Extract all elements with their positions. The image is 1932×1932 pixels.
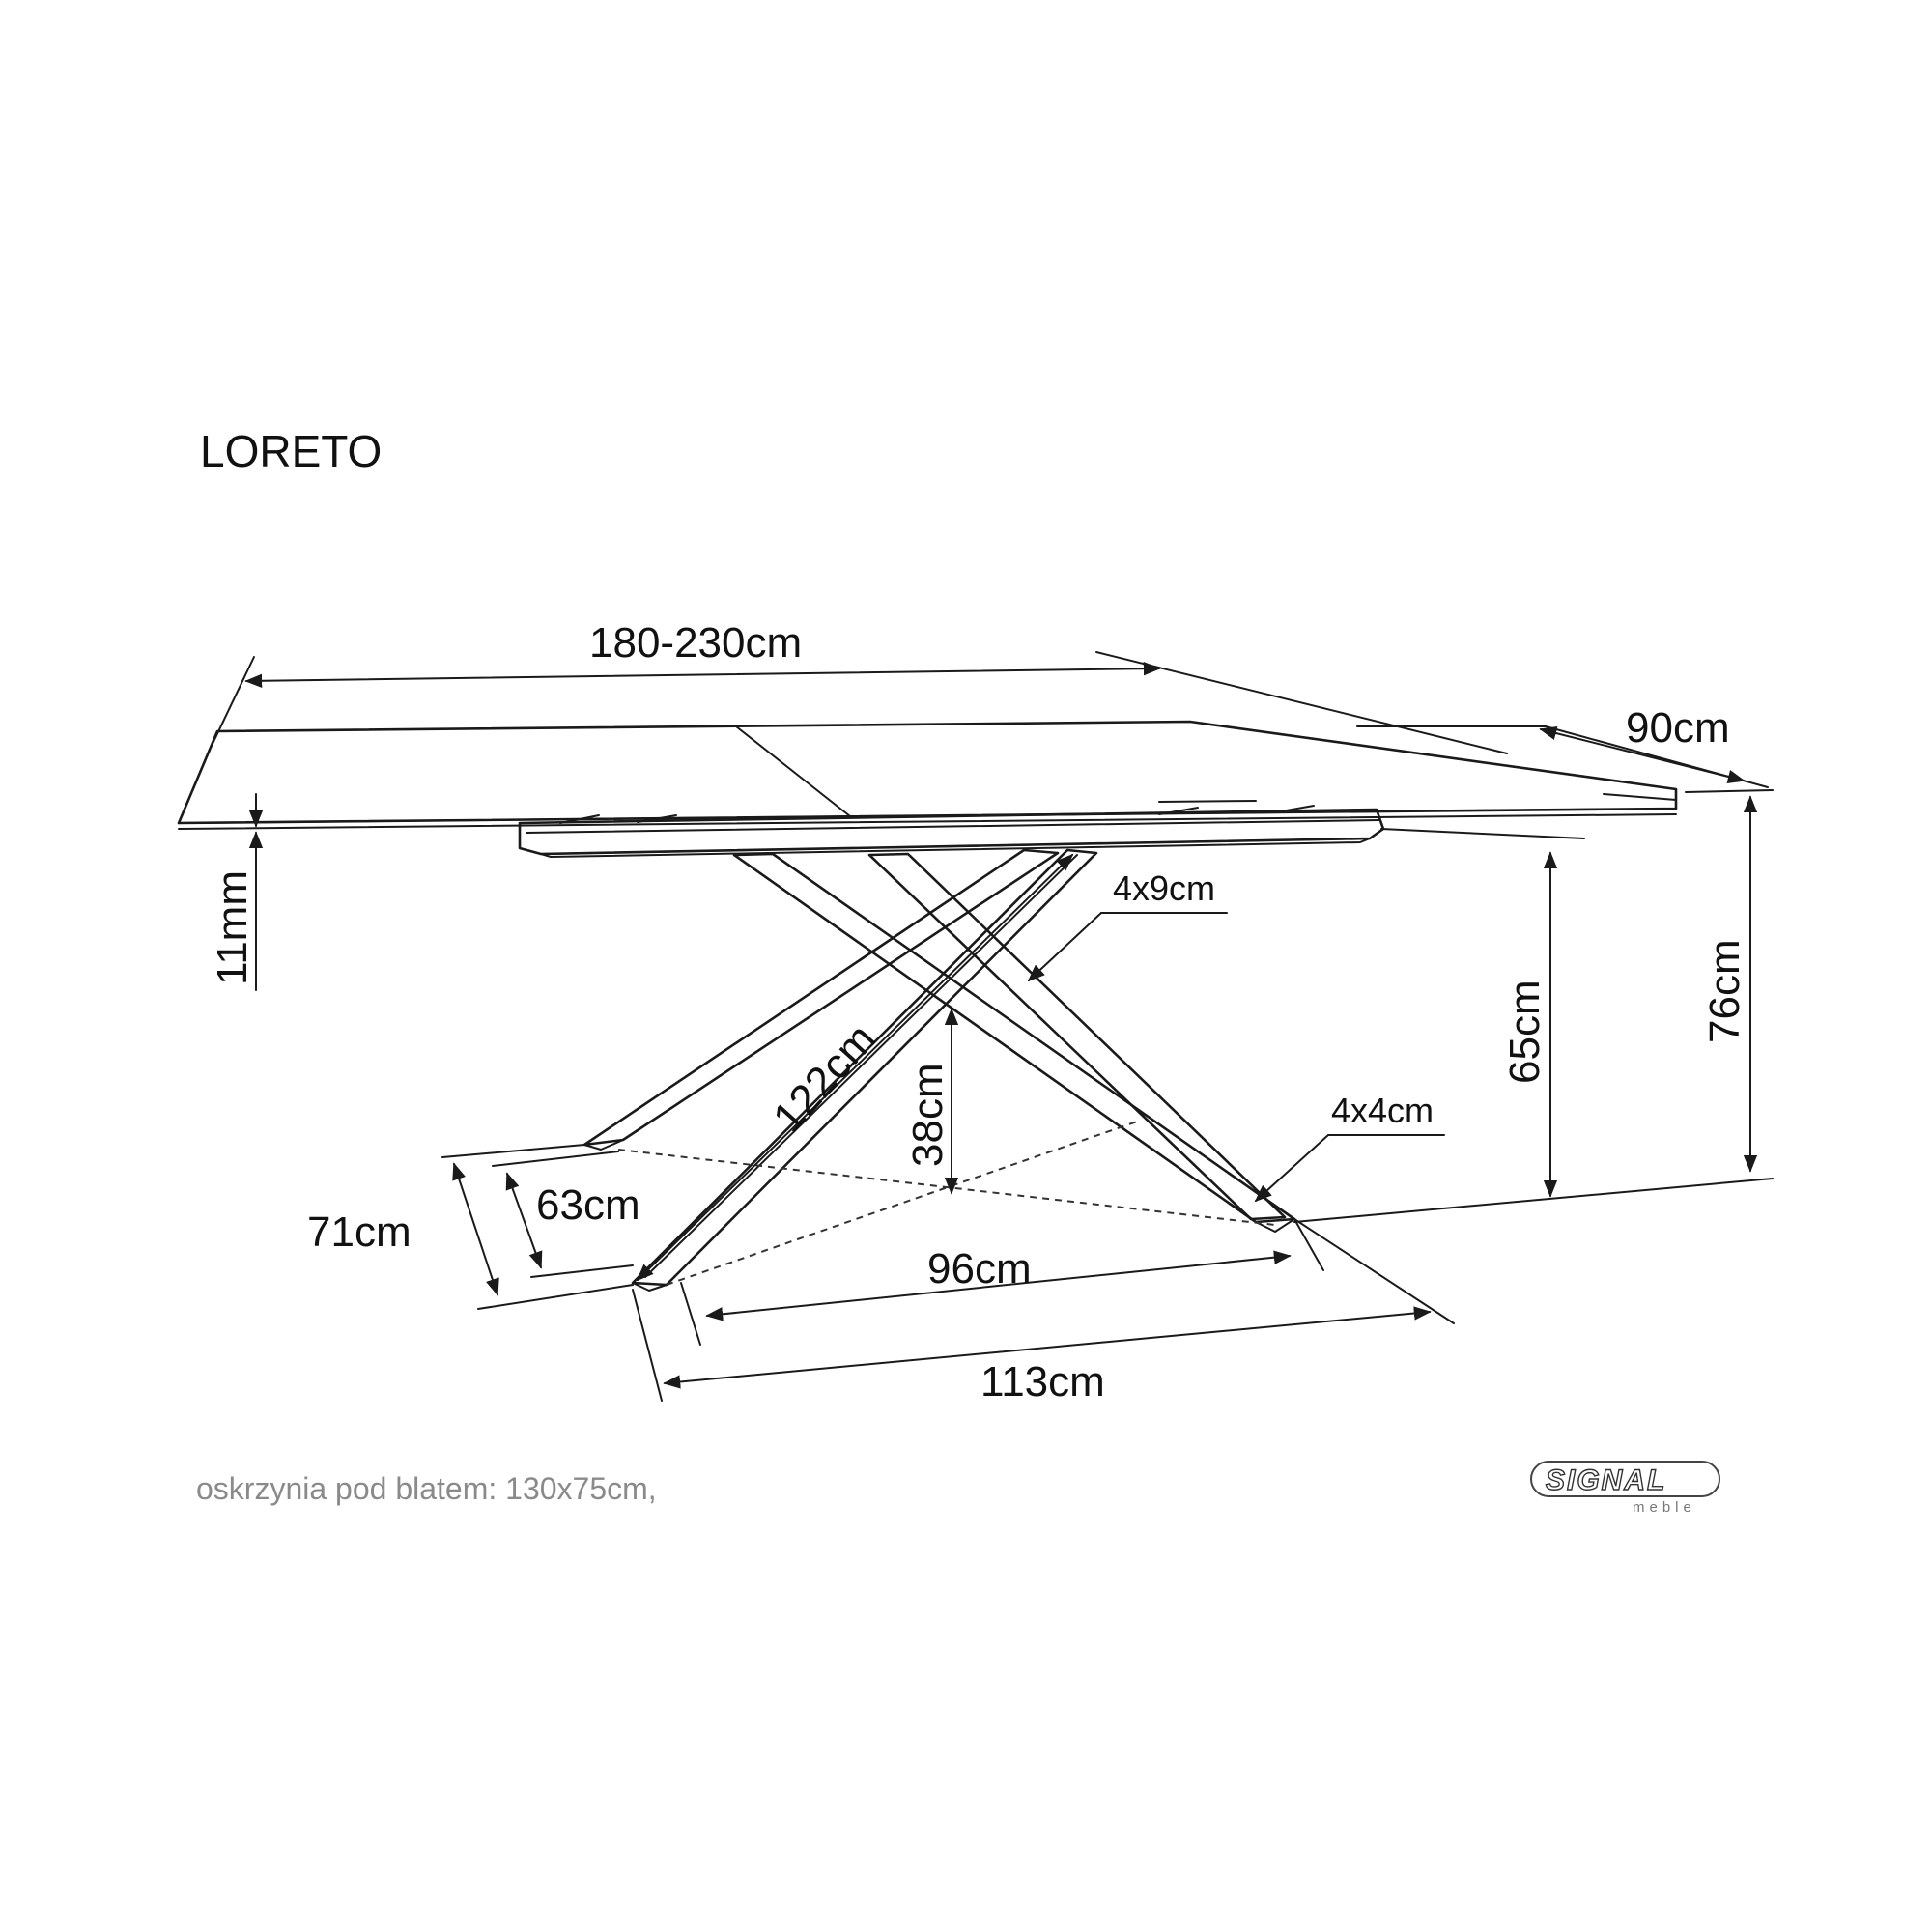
dim-leg-length: 122cm bbox=[636, 853, 1074, 1282]
dim-base-depth-outer: 71cm bbox=[307, 1144, 634, 1310]
dim-base-width-outer-label: 113cm bbox=[980, 1358, 1105, 1406]
dim-base-depth-inner: 63cm bbox=[492, 1151, 640, 1278]
signal-logo: SIGNAL meble bbox=[1530, 1461, 1720, 1516]
apron-note: oskrzynia pod blatem: 130x75cm, bbox=[196, 1471, 657, 1506]
dim-foot-section-label: 4x4cm bbox=[1331, 1091, 1434, 1130]
dim-width-label: 90cm bbox=[1626, 704, 1730, 752]
dim-foot-section: 4x4cm bbox=[1254, 1091, 1445, 1203]
dim-leg-cross-height-label: 38cm bbox=[904, 1063, 952, 1167]
table-frame bbox=[518, 805, 1585, 858]
dim-base-width-outer: 113cm bbox=[632, 1218, 1455, 1406]
dim-leg-cross-height: 38cm bbox=[904, 1008, 959, 1195]
dim-top-thickness: 11mm bbox=[209, 793, 264, 991]
dim-base-width-inner: 96cm bbox=[680, 1218, 1324, 1346]
dim-leg-section-label: 4x9cm bbox=[1113, 868, 1215, 908]
dim-total-height-label: 76cm bbox=[1701, 939, 1748, 1043]
signal-logo-sub: meble bbox=[1633, 1499, 1696, 1516]
product-title: LORETO bbox=[200, 426, 382, 476]
dim-length-label: 180-230cm bbox=[589, 619, 802, 667]
dim-length: 180-230cm bbox=[212, 619, 1508, 754]
dim-top-thickness-label: 11mm bbox=[209, 870, 256, 985]
table-top bbox=[177, 720, 1678, 830]
dim-total-height: 76cm bbox=[1685, 789, 1774, 1173]
dim-base-depth-inner-label: 63cm bbox=[536, 1181, 640, 1229]
dim-width: 90cm bbox=[1356, 704, 1769, 788]
dim-base-depth-outer-label: 71cm bbox=[307, 1208, 412, 1256]
dim-leg-section: 4x9cm bbox=[1027, 868, 1228, 982]
dim-clearance-height-label: 65cm bbox=[1501, 980, 1548, 1084]
dim-base-width-inner-label: 96cm bbox=[927, 1245, 1032, 1293]
dim-clearance-height: 65cm bbox=[1293, 851, 1774, 1223]
signal-logo-text: SIGNAL bbox=[1546, 1464, 1666, 1496]
